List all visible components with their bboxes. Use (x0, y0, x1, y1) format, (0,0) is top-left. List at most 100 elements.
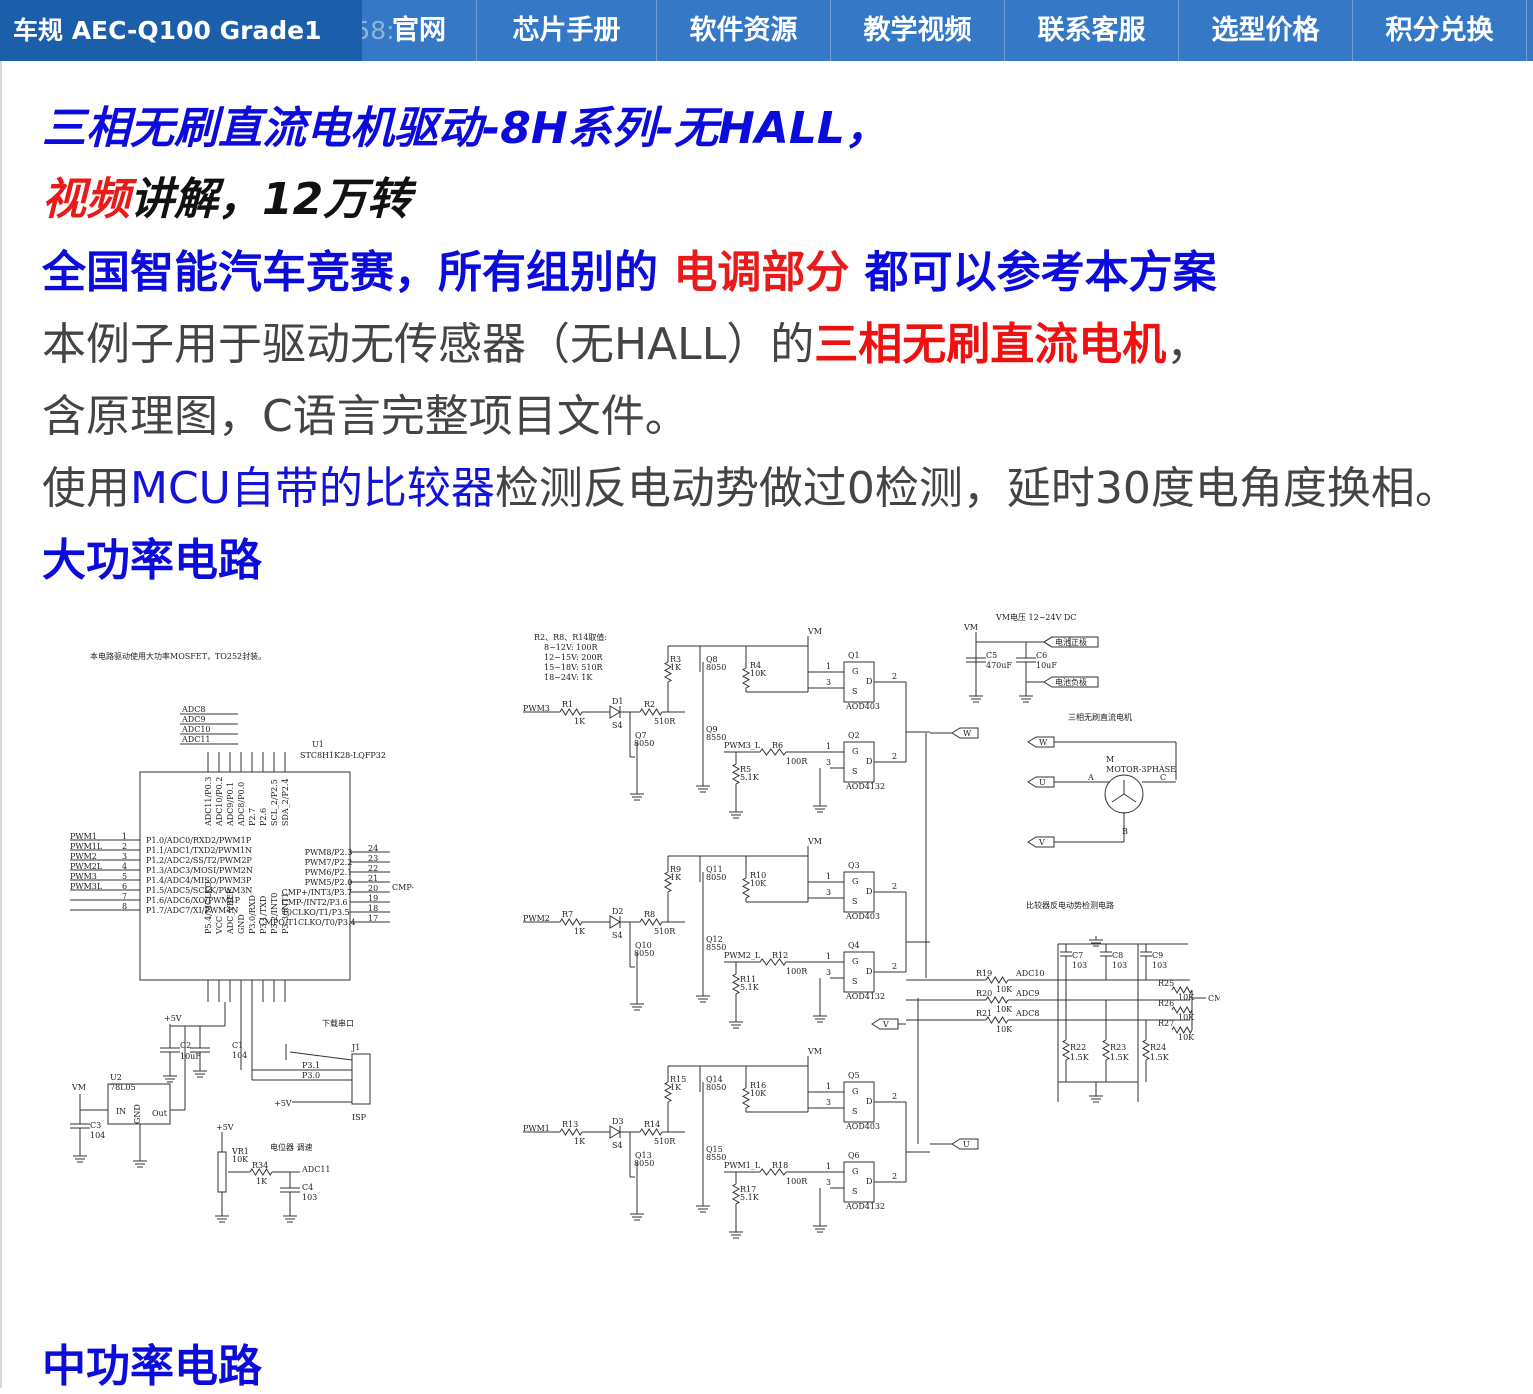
p30: P3.0 (302, 1071, 320, 1080)
net-3: PWM2L (70, 862, 103, 871)
wire-path (1171, 1025, 1193, 1035)
article-subtitle: 视频讲解，12万转 (42, 163, 411, 227)
wire-path (985, 976, 1009, 984)
cmp-capv-2: 103 (1152, 961, 1167, 970)
wire-path (559, 918, 583, 926)
mcu-left-pin-4: P1.4/ADC4/MISO/PWM3P (146, 876, 252, 885)
cmp-r-0: R19 (976, 969, 992, 978)
pin1b: 1 (826, 952, 831, 961)
qb: Q14 (706, 1075, 723, 1084)
cmp-low-1: R23 (1110, 1043, 1126, 1052)
r6: R12 (772, 951, 788, 960)
vm-phase: VM (807, 627, 822, 636)
competition-line: 全国智能汽车竞赛，所有组别的 电调部分 都可以参考本方案 (42, 236, 1217, 300)
pin-num: 8 (122, 902, 127, 911)
mcu-right-pin-0: PWM8/P2.3 (305, 848, 353, 857)
qh: Q1 (848, 651, 860, 660)
ql: Q6 (848, 1151, 860, 1160)
r4v: 10K (750, 1089, 767, 1098)
pin1b: 1 (826, 1162, 831, 1171)
nav-item-4[interactable]: 联系客服 (1005, 0, 1179, 61)
r3: R9 (670, 865, 681, 874)
mcu-left-pin-2: P1.2/ADC2/SS/T2/PWM2P (146, 856, 252, 865)
mcu-right-pin-7: CMPO/T1CLKO/T0/P3.4 (259, 918, 356, 927)
r26: R26 (1158, 999, 1174, 1008)
pin2: 2 (892, 882, 897, 891)
cmp-net-2: ADC8 (1015, 1009, 1039, 1018)
wire (1111, 793, 1125, 803)
video-link-text[interactable]: 视频 (42, 174, 130, 225)
motor-part: MOTOR-3PHASE (1106, 765, 1176, 774)
d: D (866, 677, 872, 686)
pin2: 2 (892, 672, 897, 681)
nav-item-6[interactable]: 积分兑换 (1353, 0, 1527, 61)
qb: Q11 (706, 865, 723, 874)
cmp-net-1: ADC9 (1015, 989, 1039, 998)
nav-item-5[interactable]: 选型价格 (1179, 0, 1353, 61)
nav-item-0[interactable]: 官网 (362, 0, 477, 61)
g: G (852, 667, 858, 676)
r6: R18 (772, 1161, 788, 1170)
adc-net-2: ADC10 (181, 725, 211, 734)
diode: D3 (612, 1117, 624, 1126)
s: S (852, 1107, 857, 1116)
pin1b: 1 (826, 742, 831, 751)
cmp-lowv-1: 1.5K (1110, 1053, 1130, 1062)
r2v: 510R (654, 927, 676, 936)
wire-path (759, 748, 787, 756)
reg-in: IN (116, 1107, 126, 1116)
schematic-drawing: 本电路驱动使用大功率MOSFET，TO252封装。U1STC8H1K28-LQF… (70, 612, 1230, 1239)
r5: R17 (740, 1185, 756, 1194)
pin-num: 24 (368, 844, 378, 853)
r3: R15 (670, 1075, 686, 1084)
r34: R34 (252, 1161, 268, 1170)
reg-ref: U2 (110, 1073, 122, 1082)
vr1: VR1 (231, 1147, 249, 1156)
mcu-left-pin-7: P1.7/ADC7/XI/PWM4N (146, 906, 238, 915)
pin3b: 3 (826, 968, 831, 977)
c4v: 103 (302, 1193, 317, 1202)
qc-part: 8550 (706, 1153, 726, 1162)
wire-path (639, 1128, 663, 1136)
qc: Q9 (706, 725, 718, 734)
r27v: 10K (1178, 1033, 1195, 1042)
r-note-2: 15~18V: 510R (544, 663, 604, 672)
wire-path (951, 727, 979, 739)
pin2b: 2 (892, 1172, 897, 1181)
mcu-right-pin-1: PWM7/P2.2 (305, 858, 353, 867)
wire-path (1141, 1039, 1151, 1061)
nav-item-2[interactable]: 软件资源 (657, 0, 831, 61)
out-w: W (963, 729, 972, 738)
g: G (852, 1087, 858, 1096)
mcu-bottom-pin-7: P3.3/INT1 (281, 893, 290, 934)
qh-part: AOD403 (845, 912, 880, 921)
qc: Q12 (706, 935, 723, 944)
wire-path (759, 958, 787, 966)
pin-num: 21 (368, 874, 378, 883)
mcu-top-pin-5: P2.6 (259, 808, 268, 826)
nav-item-3[interactable]: 教学视频 (831, 0, 1005, 61)
r2: R8 (644, 910, 655, 919)
mcu-right-pin-2: PWM6/P2.1 (305, 868, 353, 877)
mcu-top-pin-3: ADC8/P0.0 (237, 782, 246, 827)
wire-path (731, 763, 741, 785)
c1: C1 (232, 1041, 243, 1050)
nav-item-1[interactable]: 芯片手册 (477, 0, 657, 61)
net-2: PWM2 (70, 852, 97, 861)
r4: R16 (750, 1081, 766, 1090)
wire-path (985, 1016, 1009, 1024)
wire-path (609, 915, 621, 929)
mcu-body (139, 771, 351, 981)
brand-title[interactable]: 车规 AEC-Q100 Grade1 (0, 0, 362, 61)
wire-path (249, 1168, 273, 1176)
pot-title: 电位器 调速 (270, 1142, 313, 1152)
out-u: U (963, 1140, 970, 1149)
competition-text-a: 全国智能汽车竞赛，所有组别的 (42, 247, 674, 298)
wire-path (639, 918, 663, 926)
pin-num: 2 (122, 842, 127, 851)
d2: D (866, 1177, 872, 1186)
mcu-left-pin-6: P1.6/ADC6/XO/PWM4P (146, 896, 241, 905)
r5v: 5.1K (740, 983, 760, 992)
wire-path (663, 871, 673, 893)
qb-part: 8050 (706, 873, 726, 882)
